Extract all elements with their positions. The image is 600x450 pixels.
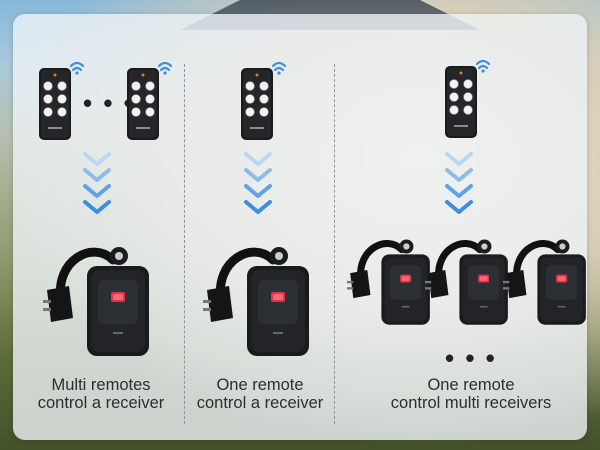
caption-line: control a receiver bbox=[37, 394, 165, 412]
ellipsis-remotes: • • • bbox=[83, 88, 135, 118]
caption-one-remote-one-receiver: One remote control a receiver bbox=[185, 376, 335, 412]
outdoor-plug-receiver-icon bbox=[347, 226, 433, 328]
section-divider bbox=[334, 64, 335, 424]
remote-control-icon bbox=[123, 56, 173, 146]
comparison-panel: • • • Multi remotes control a receiver O… bbox=[13, 14, 587, 440]
chevron-down-icon bbox=[444, 151, 474, 221]
caption-line: One remote bbox=[216, 376, 304, 394]
outdoor-plug-receiver-icon bbox=[503, 226, 589, 328]
caption-multi-remotes: Multi remotes control a receiver bbox=[21, 376, 181, 412]
section-divider bbox=[184, 64, 185, 424]
outdoor-plug-receiver-icon bbox=[203, 230, 313, 360]
caption-line: control a receiver bbox=[196, 394, 324, 412]
outdoor-plug-receiver-icon bbox=[43, 230, 153, 360]
remote-control-icon bbox=[237, 56, 287, 146]
ellipsis-receivers: • • • bbox=[445, 343, 497, 373]
remote-control-icon bbox=[441, 54, 491, 144]
caption-line: One remote bbox=[427, 376, 515, 394]
chevron-down-icon bbox=[82, 151, 112, 221]
chevron-down-icon bbox=[243, 151, 273, 221]
caption-line: control multi receivers bbox=[390, 394, 552, 412]
outdoor-plug-receiver-icon bbox=[425, 226, 511, 328]
caption-line: Multi remotes bbox=[51, 376, 151, 394]
remote-control-icon bbox=[35, 56, 85, 146]
caption-one-remote-multi-receivers: One remote control multi receivers bbox=[365, 376, 577, 412]
